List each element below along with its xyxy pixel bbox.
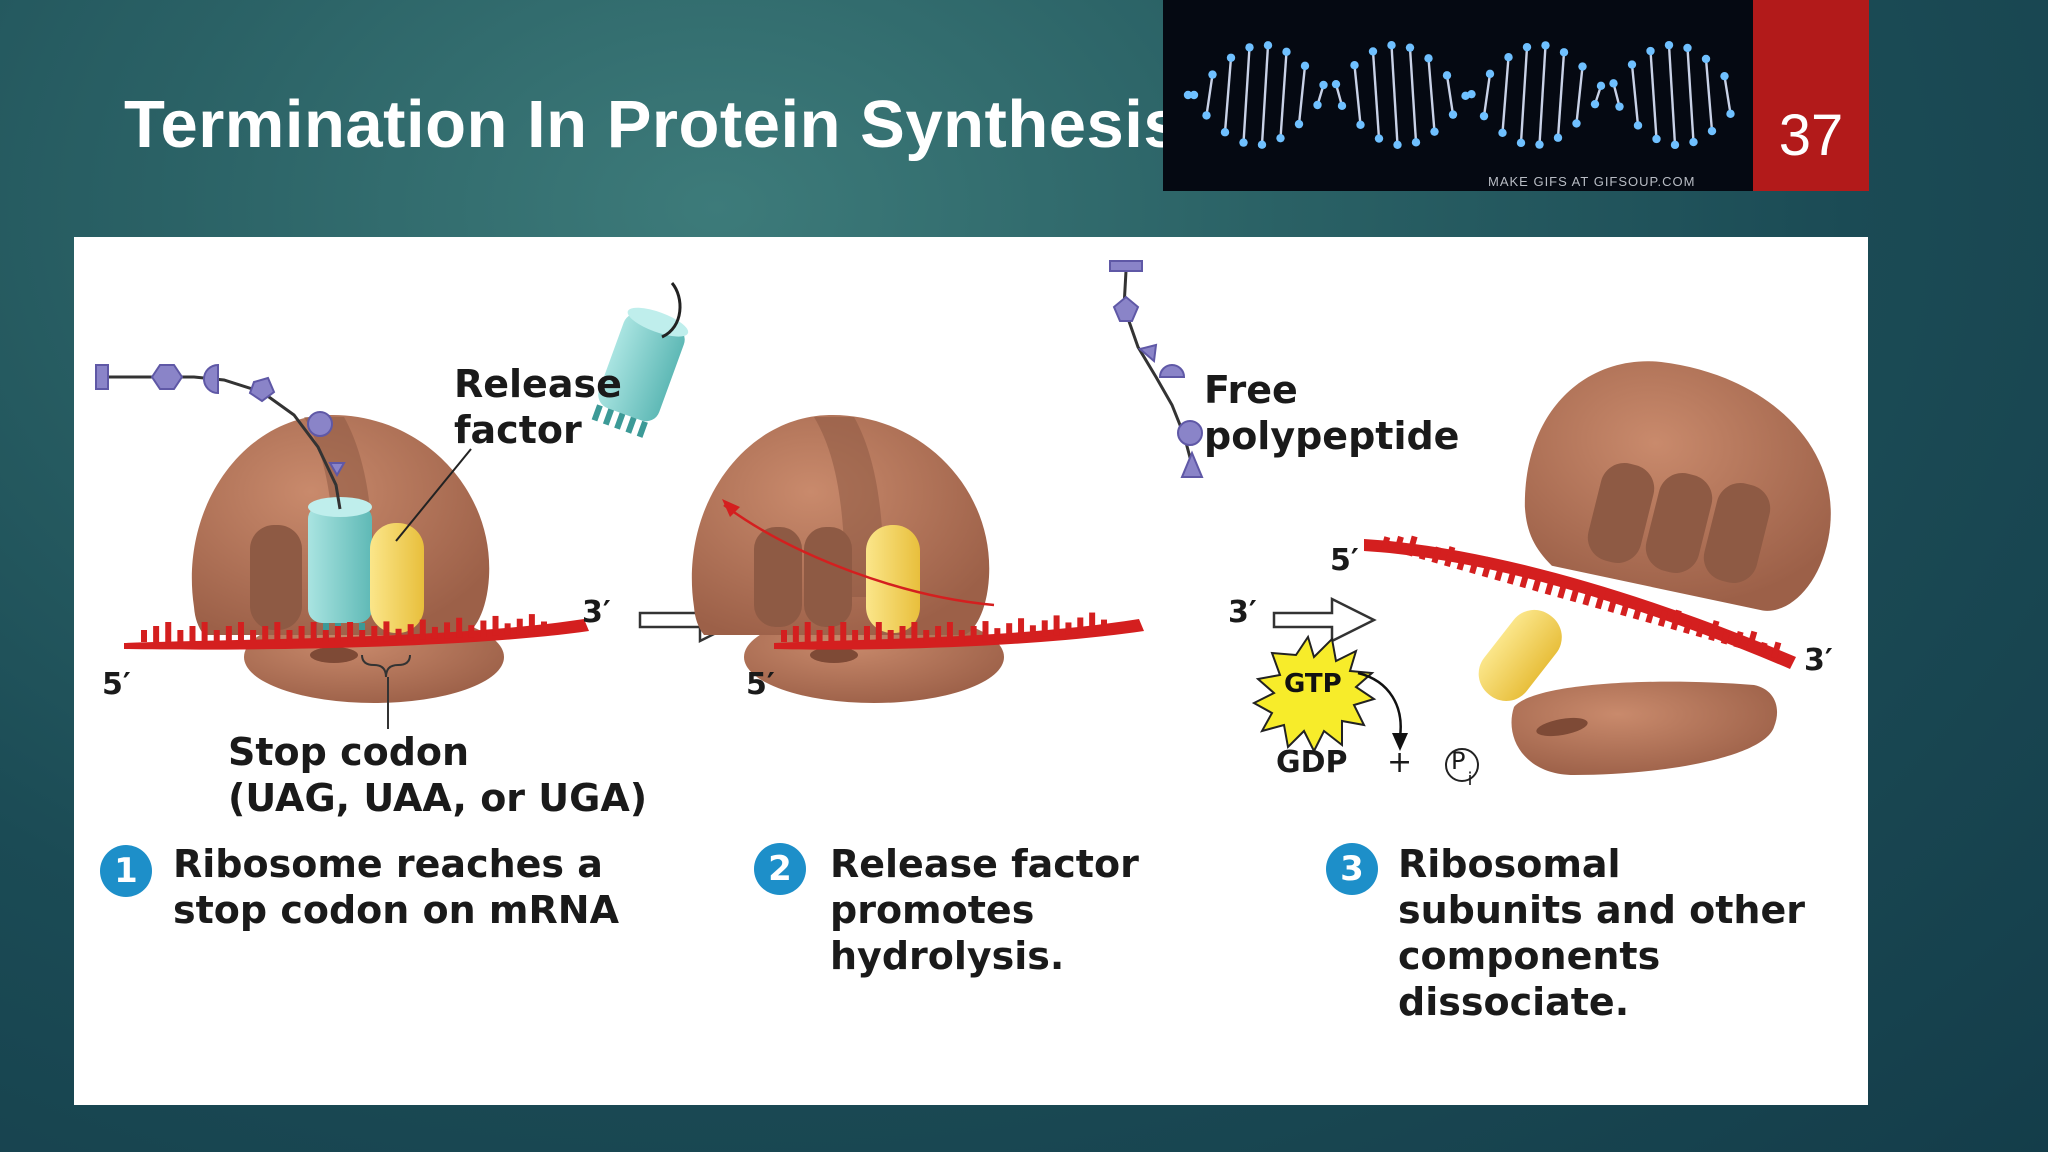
five-prime-label-1: 5′ — [102, 667, 131, 702]
stop-codon-label: Stop codon (UAG, UAA, or UGA) — [228, 730, 648, 820]
panel-3-dissociated — [1251, 361, 1831, 782]
five-prime-label-2: 5′ — [746, 667, 775, 702]
step-3-number: 3 — [1326, 843, 1378, 895]
dna-animation-image: MAKE GIFS AT GIFSOUP.COM — [1163, 0, 1753, 191]
mrna-2 — [774, 612, 1144, 650]
step-1-number: 1 — [100, 845, 152, 897]
release-factor-pointer — [395, 448, 472, 542]
release-factor — [370, 523, 424, 633]
small-subunit-free — [1511, 681, 1778, 775]
page-number-box: 37 — [1753, 0, 1869, 191]
panel-2-ribosome — [591, 260, 1377, 703]
trna-exit-arrow — [723, 503, 995, 607]
five-prime-label-3: 5′ — [1330, 543, 1359, 578]
release-factor — [866, 525, 920, 633]
diagram-artwork — [95, 260, 1831, 782]
gif-caption: MAKE GIFS AT GIFSOUP.COM — [1488, 174, 1696, 189]
phosphate-label: Pi — [1451, 747, 1473, 790]
release-factor-free — [1478, 609, 1562, 701]
panel-1-ribosome — [95, 363, 745, 729]
e-site — [250, 525, 302, 630]
step-1-description: Ribosome reaches a stop codon on mRNA — [173, 842, 619, 932]
three-prime-label-1: 3′ — [582, 595, 611, 630]
trna — [308, 497, 372, 641]
gdp-label: GDP — [1276, 745, 1348, 780]
gtp-starburst — [1251, 634, 1377, 754]
release-factor-label: Release factor — [454, 362, 622, 452]
mrna-1 — [124, 614, 589, 650]
free-polypeptide-chain — [1109, 260, 1204, 478]
free-polypeptide-label: Free polypeptide — [1204, 368, 1460, 458]
page-number: 37 — [1778, 103, 1844, 168]
step-2-number: 2 — [754, 843, 806, 895]
three-prime-label-3: 3′ — [1804, 643, 1833, 678]
polypeptide-chain — [95, 363, 346, 477]
step-3-description: Ribosomal subunits and other components … — [1398, 842, 1805, 1024]
arrow-step-2 — [1272, 596, 1377, 644]
step-2-description: Release factor promotes hydrolysis. — [830, 842, 1139, 978]
dna-helix-graphic — [1183, 40, 1735, 150]
slide-title: Termination In Protein Synthesis — [124, 87, 1182, 162]
three-prime-label-2: 3′ — [1228, 595, 1257, 630]
plus-sign: + — [1387, 745, 1413, 780]
gtp-label: GTP — [1284, 669, 1342, 699]
termination-diagram: Release factor Stop codon (UAG, UAA, or … — [74, 237, 1868, 1105]
mrna-3 — [1364, 535, 1796, 669]
